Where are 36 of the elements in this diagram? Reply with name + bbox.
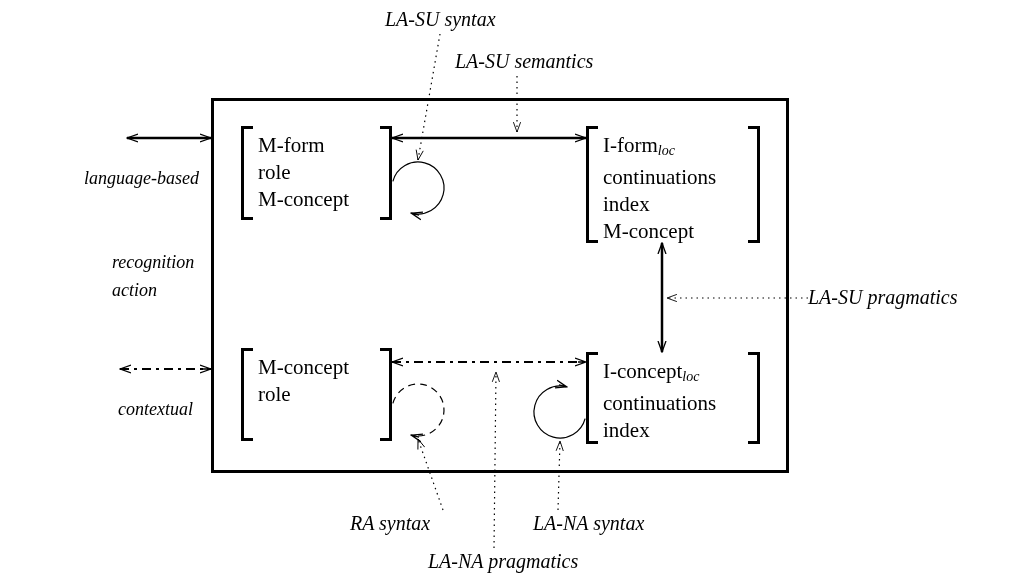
bracket-matrix	[586, 352, 760, 444]
matrix-entry: index	[603, 191, 651, 218]
matrix-entry: role	[258, 159, 292, 186]
loop-arrow	[392, 161, 445, 220]
matrix-entry: M-form	[258, 132, 326, 159]
matrix-entry: continuations	[603, 390, 718, 417]
bracket-matrix	[241, 348, 392, 441]
double-arrow	[119, 364, 212, 374]
double-arrow	[391, 357, 587, 367]
double-arrow	[126, 133, 212, 143]
loop-arrow	[533, 380, 586, 439]
double-arrow	[391, 133, 587, 143]
matrix-entry: continuations	[603, 164, 718, 191]
matrix-entry: M-concept	[603, 218, 695, 245]
frame-box	[211, 98, 789, 473]
matrix-entry: I-concept$_{loc}$	[603, 358, 701, 386]
matrix-entry: index	[603, 417, 651, 444]
loop-arrow	[392, 383, 445, 442]
matrix-entry: M-concept	[258, 354, 350, 381]
annotation-label: LA-NA pragmatics	[428, 548, 579, 575]
matrix-entry: role	[258, 381, 292, 408]
annotation-label: LA-SU syntax	[385, 6, 496, 33]
bracket-matrix	[586, 126, 760, 243]
annotation-label: RA syntax	[350, 510, 431, 537]
matrix-entry: M-concept	[258, 186, 350, 213]
matrix-entry: I-form$_{loc}$	[603, 132, 676, 160]
bracket-matrix	[241, 126, 392, 220]
double-arrow	[657, 242, 667, 353]
edge-label: contextual	[118, 398, 194, 421]
leader-line	[417, 438, 444, 511]
leader-line	[415, 33, 441, 161]
edge-label: language-based	[84, 167, 200, 190]
annotation-label: LA-SU pragmatics	[808, 284, 958, 311]
annotation-label: LA-NA syntax	[533, 510, 645, 537]
side-label: recognition action	[112, 251, 196, 302]
annotation-label: LA-SU semantics	[455, 48, 594, 75]
